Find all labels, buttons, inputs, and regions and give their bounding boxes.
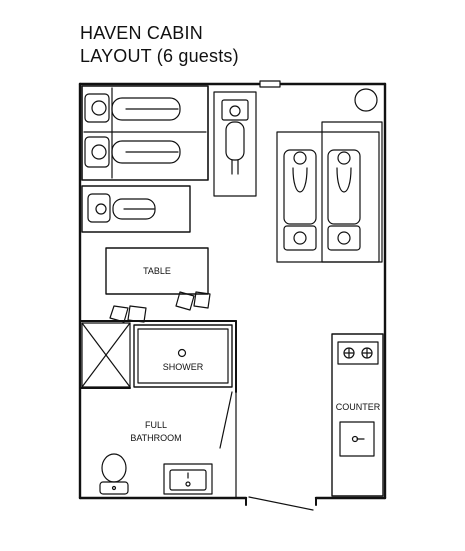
bathroom-walls — [79, 320, 237, 393]
shower-label: SHOWER — [163, 362, 204, 372]
outer-walls — [78, 82, 387, 500]
pillow — [84, 136, 110, 168]
bunk-bed — [81, 85, 209, 181]
bed-icon — [81, 185, 191, 233]
title-line-1: HAVEN CABIN — [80, 23, 203, 43]
closet — [81, 322, 131, 388]
title-line-2: LAYOUT (6 guests) — [80, 46, 239, 66]
pillow — [84, 93, 110, 123]
toilet-icon — [99, 453, 129, 495]
bathroom-door — [219, 391, 237, 499]
person-icon — [91, 140, 181, 164]
sofa-icon — [276, 121, 383, 263]
drain-icon — [177, 348, 187, 358]
shower: SHOWER — [133, 324, 233, 388]
bed-icon — [213, 91, 257, 197]
door-icon[interactable] — [245, 496, 317, 511]
lamp-icon — [354, 88, 378, 112]
table-label: TABLE — [143, 266, 171, 276]
counter-label: COUNTER — [336, 402, 381, 412]
sink-icon — [339, 421, 375, 457]
person-icon — [91, 97, 181, 121]
counter: COUNTER — [331, 333, 384, 497]
stove-icon — [337, 341, 379, 365]
page-title: HAVEN CABIN LAYOUT (6 guests) — [80, 22, 239, 68]
bathroom-label-line-1: FULL — [145, 420, 167, 430]
table: TABLE — [105, 247, 211, 323]
bathroom-label-line-2: BATHROOM — [130, 433, 181, 443]
sink-icon — [163, 463, 213, 495]
window — [259, 80, 281, 88]
